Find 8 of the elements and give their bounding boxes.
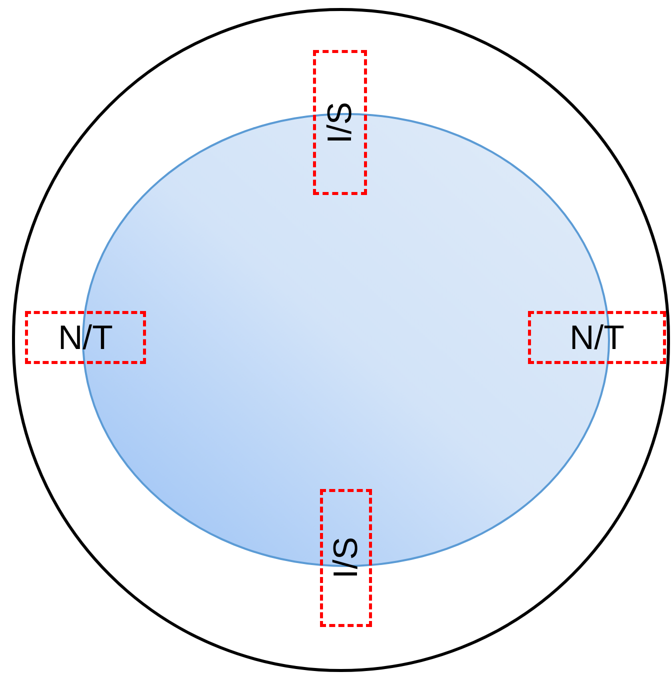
box-label: N/T bbox=[570, 320, 624, 354]
dashed-label-box bbox=[320, 489, 372, 627]
box-label: I/S bbox=[329, 537, 363, 579]
box-label: N/T bbox=[58, 320, 113, 354]
dashed-label-box bbox=[25, 311, 146, 364]
dashed-label-box bbox=[313, 50, 367, 195]
box-label: I/S bbox=[323, 102, 357, 144]
dashed-label-box bbox=[528, 311, 666, 364]
